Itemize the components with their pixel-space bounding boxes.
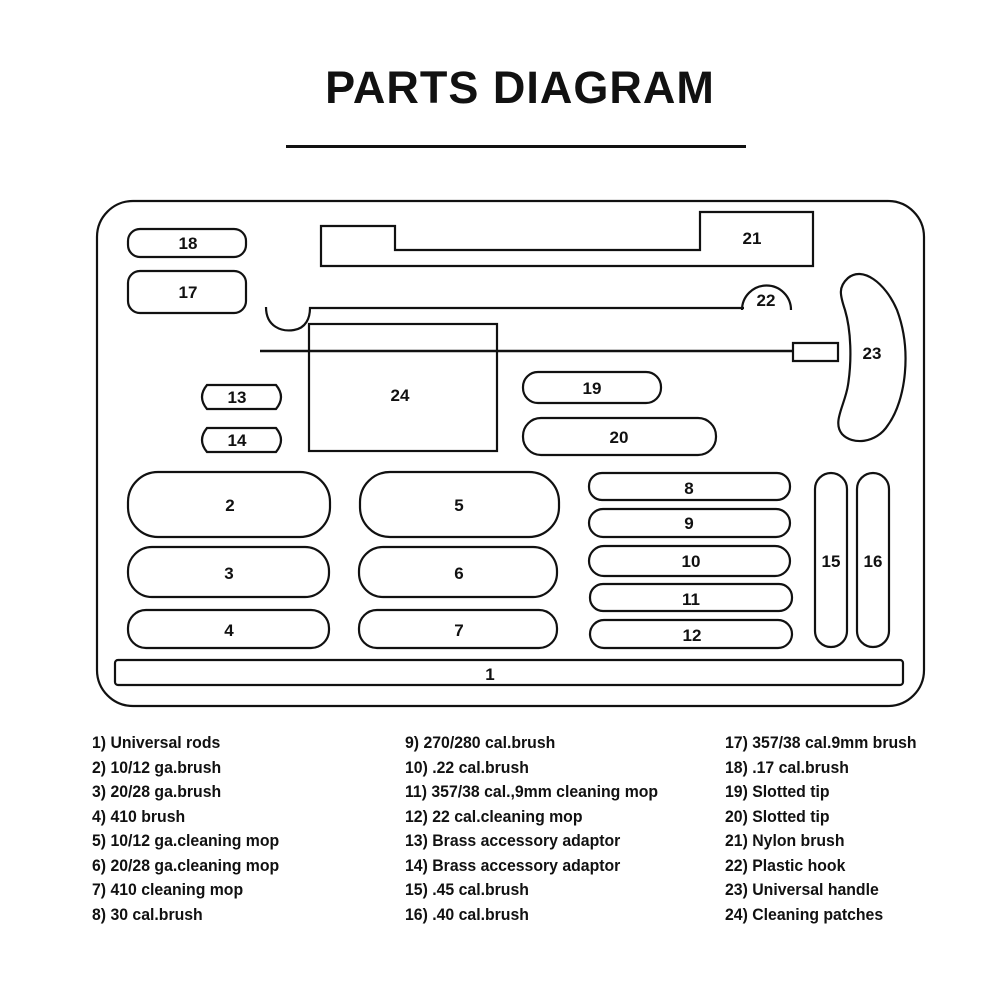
legend-item: 5) 10/12 ga.cleaning mop: [92, 831, 280, 850]
legend-item: 22) Plastic hook: [725, 855, 846, 875]
slot-23: 23: [260, 272, 907, 443]
slot-15: 15: [813, 471, 849, 649]
slot-15-label: 15: [822, 552, 841, 571]
legend-column-2: 9) 270/280 cal.brush 10) .22 cal.brush 1…: [405, 731, 677, 927]
slot-17-label: 17: [179, 283, 198, 302]
slot-11: 11: [588, 582, 794, 613]
legend-item: 18) .17 cal.brush: [725, 757, 849, 777]
page-title: PARTS DIAGRAM: [325, 62, 715, 113]
slot-12: 12: [588, 618, 794, 650]
slot-21-label: 21: [743, 229, 762, 248]
case-outline: [95, 199, 926, 708]
slot-14-label: 14: [228, 431, 247, 450]
slot-20-label: 20: [610, 428, 629, 447]
slot-19-label: 19: [583, 379, 602, 398]
legend-item: 1) Universal rods: [92, 733, 221, 752]
legend-item: 12) 22 cal.cleaning mop: [405, 806, 583, 826]
slot-5-label: 5: [454, 496, 463, 515]
slot-10-label: 10: [682, 552, 701, 571]
slot-21: 21: [319, 210, 815, 268]
legend-item: 23) Universal handle: [725, 880, 879, 899]
slot-18-label: 18: [179, 234, 198, 253]
slot-20: 20: [521, 416, 718, 457]
slot-6: 6: [357, 545, 559, 599]
slot-7-label: 7: [454, 621, 463, 640]
slot-18: 18: [126, 227, 248, 259]
slot-5: 5: [358, 470, 561, 539]
legend-item: 15) .45 cal.brush: [405, 880, 529, 899]
slot-17: 17: [126, 269, 248, 315]
legend-item: 21) Nylon brush: [725, 831, 845, 850]
slot-9-label: 9: [684, 514, 693, 533]
legend-item: 20) Slotted tip: [725, 806, 830, 826]
slot-12-label: 12: [683, 626, 702, 645]
slot-8: 8: [587, 471, 792, 502]
slot-23-label: 23: [863, 344, 882, 363]
slot-7: 7: [357, 608, 559, 650]
slot-16: 16: [855, 471, 891, 649]
legend-item: 24) Cleaning patches: [725, 904, 884, 924]
legend-item: 4) 410 brush: [92, 806, 186, 826]
slot-3-label: 3: [224, 564, 233, 583]
slot-24-label: 24: [391, 386, 410, 405]
legend-item: 8) 30 cal.brush: [92, 904, 203, 924]
slot-22-label: 22: [757, 291, 776, 310]
title-underline: [286, 145, 746, 148]
legend-item: 10) .22 cal.brush: [405, 757, 529, 777]
slot-6-label: 6: [454, 564, 463, 583]
slot-9: 9: [587, 507, 792, 539]
slot-4: 4: [126, 608, 331, 650]
legend-item: 17) 357/38 cal.9mm brush: [725, 733, 917, 752]
legend-item: 16) .40 cal.brush: [405, 904, 529, 924]
slot-1-label: 1: [485, 665, 494, 684]
slot-24: 24: [307, 322, 499, 453]
legend-column-1: 1) Universal rods 2) 10/12 ga.brush 3) 2…: [92, 731, 293, 927]
legend-item: 7) 410 cleaning mop: [92, 880, 244, 899]
legend-item: 19) Slotted tip: [725, 782, 830, 801]
slot-14: 14: [200, 426, 283, 454]
slot-11-label: 11: [682, 590, 700, 609]
slot-13: 13: [200, 383, 283, 411]
slot-22: 22: [264, 284, 793, 332]
slot-13-label: 13: [228, 388, 247, 407]
slot-19: 19: [521, 370, 663, 405]
legend-item: 11) 357/38 cal.,9mm cleaning mop: [405, 782, 659, 801]
slot-1: 1: [113, 658, 905, 687]
legend-item: 9) 270/280 cal.brush: [405, 733, 556, 752]
slot-3: 3: [126, 545, 331, 599]
slot-2-label: 2: [225, 496, 234, 515]
legend-item: 2) 10/12 ga.brush: [92, 757, 222, 777]
slot-8-label: 8: [684, 479, 693, 498]
legend-column-3: 17) 357/38 cal.9mm brush 18) .17 cal.bru…: [725, 731, 931, 927]
legend-item: 6) 20/28 ga.cleaning mop: [92, 855, 280, 875]
legend-item: 14) Brass accessory adaptor: [405, 855, 621, 875]
slot-4-label: 4: [224, 621, 234, 640]
slot-2: 2: [126, 470, 332, 539]
slot-16-label: 16: [864, 552, 883, 571]
slot-10: 10: [587, 544, 792, 578]
legend-item: 13) Brass accessory adaptor: [405, 831, 621, 850]
legend-item: 3) 20/28 ga.brush: [92, 782, 222, 801]
